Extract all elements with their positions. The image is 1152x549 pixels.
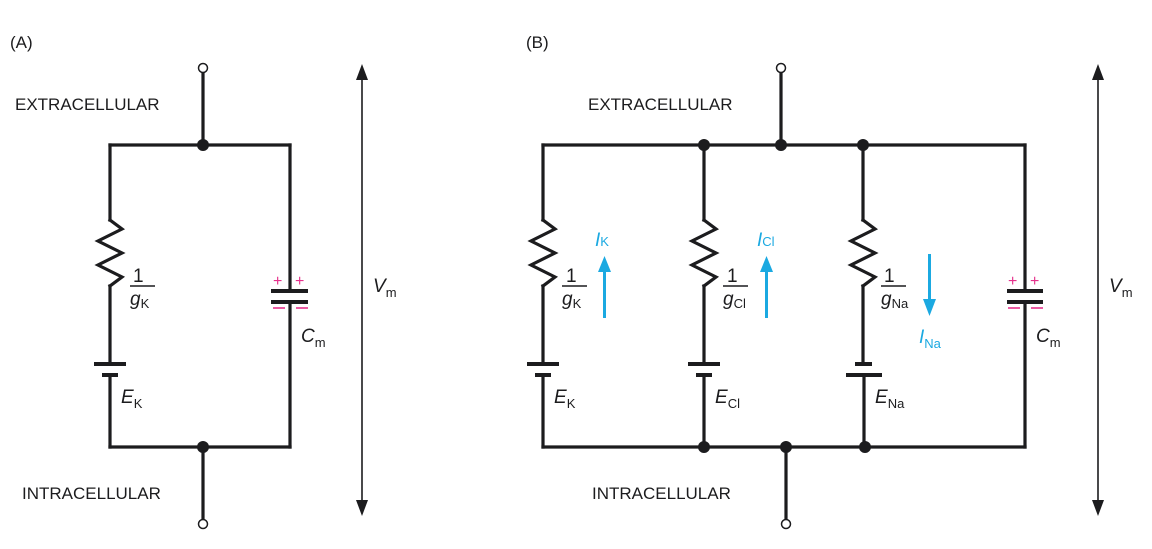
top-junction-b <box>775 139 787 151</box>
top-junction-a <box>197 139 209 151</box>
conductance-numerator-k: 1 <box>566 266 577 287</box>
bottom-junction-a <box>197 441 209 453</box>
arrow-down-icon <box>923 299 936 316</box>
conductance-numerator-cl: 1 <box>727 266 738 287</box>
conductance-symbol-na: gNa <box>881 289 909 311</box>
battery-label-a: EK <box>121 387 143 411</box>
conductance-symbol-a: gK <box>130 289 150 311</box>
cl-branch: 1 gCl ECl ICl <box>688 143 775 449</box>
conductance-symbol-cl: gCl <box>723 289 746 311</box>
plus-charge-b: + <box>1030 273 1039 290</box>
plus-charge-a: + <box>295 273 304 290</box>
battery-label-na: ENa <box>875 387 905 411</box>
current-arrow-k <box>603 270 606 318</box>
resistor-na <box>847 217 879 289</box>
conductance-numerator-na: 1 <box>884 266 895 287</box>
capacitor-branch-b: + + Cm <box>1007 143 1061 449</box>
conductance-symbol-k: gK <box>562 289 582 311</box>
top-terminal-a <box>197 62 209 74</box>
capacitor-label-a: Cm <box>301 326 326 350</box>
bottom-terminal-b <box>780 518 792 530</box>
resistor-cl <box>688 217 720 289</box>
arrow-down-icon <box>1092 500 1104 516</box>
k-branch: 1 gK EK IK <box>527 143 611 449</box>
plus-charge-b: + <box>1008 273 1017 290</box>
arrow-up-icon <box>356 64 368 80</box>
current-arrow-na <box>928 254 931 300</box>
panel-a: (A) EXTRACELLULAR INTRACELLULAR 1 gK EK … <box>10 33 397 530</box>
arrow-down-icon <box>356 500 368 516</box>
resistor-k <box>527 217 559 289</box>
current-arrow-cl <box>765 270 768 318</box>
extracellular-label-a: EXTRACELLULAR <box>15 95 160 114</box>
na-branch: 1 gNa ENa INa <box>846 143 942 449</box>
top-terminal-b <box>775 62 787 74</box>
capacitor-label-b: Cm <box>1036 326 1061 350</box>
current-label-k: IK <box>595 230 609 251</box>
panel-a-label: (A) <box>10 33 33 52</box>
battery-label-k: EK <box>554 387 576 411</box>
intracellular-label-a: INTRACELLULAR <box>22 484 161 503</box>
extracellular-label-b: EXTRACELLULAR <box>588 95 733 114</box>
conductance-numerator-a: 1 <box>133 266 144 287</box>
bottom-terminal-a <box>197 518 209 530</box>
resistor-a <box>94 217 126 289</box>
arrow-up-icon <box>1092 64 1104 80</box>
arrow-up-icon <box>598 256 611 272</box>
intracellular-label-b: INTRACELLULAR <box>592 484 731 503</box>
arrow-up-icon <box>760 256 773 272</box>
panel-b-label: (B) <box>526 33 549 52</box>
plus-charge-a: + <box>273 273 282 290</box>
battery-label-cl: ECl <box>715 387 740 411</box>
bottom-junction-b <box>780 441 792 453</box>
voltage-label-a: Vm <box>373 276 397 300</box>
panel-b: (B) EXTRACELLULAR INTRACELLULAR 1 gK EK <box>526 33 1133 530</box>
current-label-na: INa <box>919 327 942 351</box>
voltage-label-b: Vm <box>1109 276 1133 300</box>
current-label-cl: ICl <box>757 230 775 251</box>
